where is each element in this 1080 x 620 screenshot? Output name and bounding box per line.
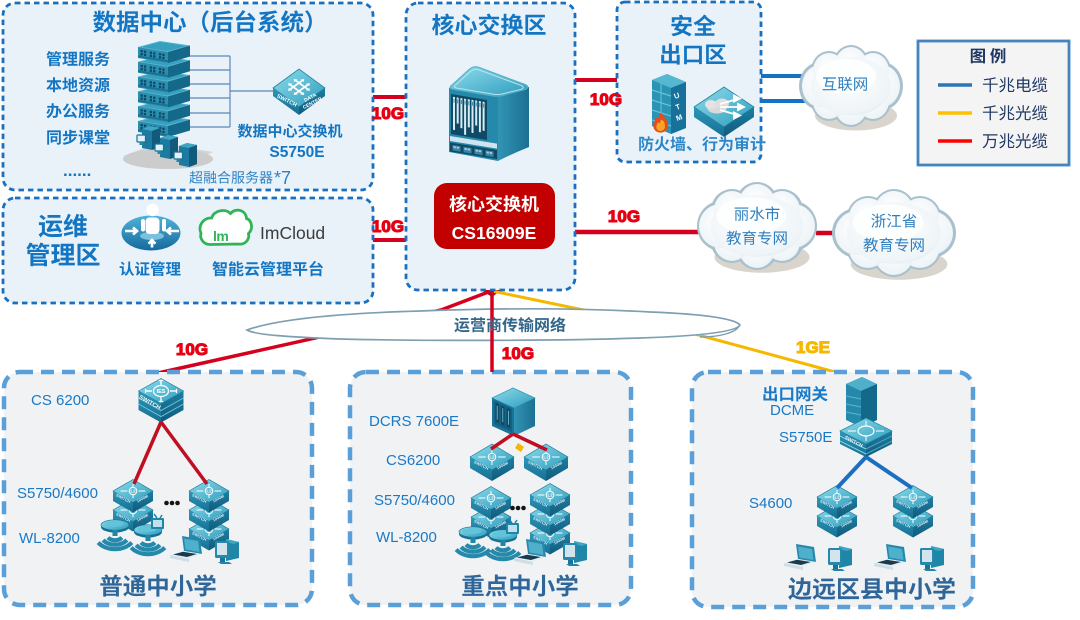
svg-text:M: M bbox=[675, 112, 684, 123]
svg-text:WL-8200: WL-8200 bbox=[19, 530, 80, 547]
svg-text:SWITCH: SWITCH bbox=[115, 492, 131, 504]
svg-text:L2: L2 bbox=[834, 495, 840, 500]
svg-text:......: ...... bbox=[63, 161, 91, 180]
svg-text:SWITCH: SWITCH bbox=[473, 459, 489, 471]
svg-text:1000M: 1000M bbox=[840, 499, 854, 509]
svg-text:SWITCH: SWITCH bbox=[532, 496, 548, 508]
svg-text:1000M: 1000M bbox=[212, 531, 226, 541]
svg-text:S5750E: S5750E bbox=[269, 144, 324, 161]
svg-text:L2: L2 bbox=[206, 489, 212, 494]
svg-text:10G: 10G bbox=[372, 217, 404, 236]
svg-text:IES: IES bbox=[157, 389, 166, 395]
svg-text:L2: L2 bbox=[547, 493, 553, 498]
svg-text:1000M: 1000M bbox=[212, 512, 226, 522]
svg-text:SWITCH: SWITCH bbox=[532, 515, 548, 527]
svg-text:1000M: 1000M bbox=[550, 460, 564, 470]
svg-text:U: U bbox=[673, 91, 681, 101]
svg-text:10G: 10G bbox=[590, 90, 622, 109]
svg-text:10G: 10G bbox=[502, 344, 534, 363]
svg-text:L2: L2 bbox=[543, 455, 549, 460]
svg-text:WL-8200: WL-8200 bbox=[376, 529, 437, 546]
svg-text:SWITCH: SWITCH bbox=[895, 498, 911, 510]
svg-text:SWITCH: SWITCH bbox=[115, 511, 131, 523]
svg-text:SWITCH: SWITCH bbox=[473, 518, 489, 530]
svg-text:S5750E: S5750E bbox=[779, 429, 832, 446]
svg-text:SWITCH: SWITCH bbox=[819, 498, 835, 510]
svg-text:10G: 10G bbox=[372, 104, 404, 123]
svg-text:SWITCH: SWITCH bbox=[191, 530, 207, 542]
svg-text:1000M: 1000M bbox=[553, 516, 567, 526]
svg-text:1000M: 1000M bbox=[496, 460, 510, 470]
svg-text:1000M: 1000M bbox=[494, 500, 508, 510]
svg-text:S4600: S4600 bbox=[749, 495, 792, 512]
svg-text:1000M: 1000M bbox=[212, 493, 226, 503]
svg-text:1000M: 1000M bbox=[494, 519, 508, 529]
svg-text:1000M: 1000M bbox=[916, 499, 930, 509]
svg-text:1GE: 1GE bbox=[796, 338, 830, 357]
svg-text:lm: lm bbox=[213, 228, 228, 244]
svg-text:L2: L2 bbox=[910, 495, 916, 500]
svg-text:1000M: 1000M bbox=[916, 518, 930, 528]
svg-text:1000M: 1000M bbox=[840, 518, 854, 528]
svg-text:1000M: 1000M bbox=[136, 512, 150, 522]
svg-text:CS 6200: CS 6200 bbox=[31, 392, 89, 409]
svg-text:DCRS 7600E: DCRS 7600E bbox=[369, 413, 459, 430]
svg-text:L2: L2 bbox=[489, 455, 495, 460]
svg-text:SWITCH: SWITCH bbox=[527, 459, 543, 471]
svg-text:SWITCH: SWITCH bbox=[191, 511, 207, 523]
svg-text:*7: *7 bbox=[274, 168, 291, 188]
svg-text:DCME: DCME bbox=[770, 402, 814, 419]
svg-text:L2: L2 bbox=[130, 489, 136, 494]
svg-text:SWITCH: SWITCH bbox=[473, 499, 489, 511]
svg-text:CS6200: CS6200 bbox=[386, 452, 440, 469]
svg-text:S5750/4600: S5750/4600 bbox=[374, 492, 455, 509]
svg-text:SWITCH: SWITCH bbox=[532, 534, 548, 546]
svg-text:L2: L2 bbox=[488, 496, 494, 501]
svg-text:ImCloud: ImCloud bbox=[260, 223, 325, 243]
svg-text:SWITCH: SWITCH bbox=[895, 517, 911, 529]
svg-text:1000M: 1000M bbox=[553, 497, 567, 507]
svg-text:SWITCH: SWITCH bbox=[191, 492, 207, 504]
svg-text:T: T bbox=[674, 102, 682, 112]
svg-text:1000M: 1000M bbox=[136, 493, 150, 503]
svg-text:10G: 10G bbox=[176, 340, 208, 359]
svg-text:S5750/4600: S5750/4600 bbox=[17, 485, 98, 502]
svg-text:1000M: 1000M bbox=[553, 535, 567, 545]
svg-text:SWITCH: SWITCH bbox=[819, 517, 835, 529]
svg-text:10G: 10G bbox=[608, 207, 640, 226]
svg-text:DATA: DATA bbox=[303, 92, 318, 103]
svg-text:CS16909E: CS16909E bbox=[452, 223, 537, 243]
